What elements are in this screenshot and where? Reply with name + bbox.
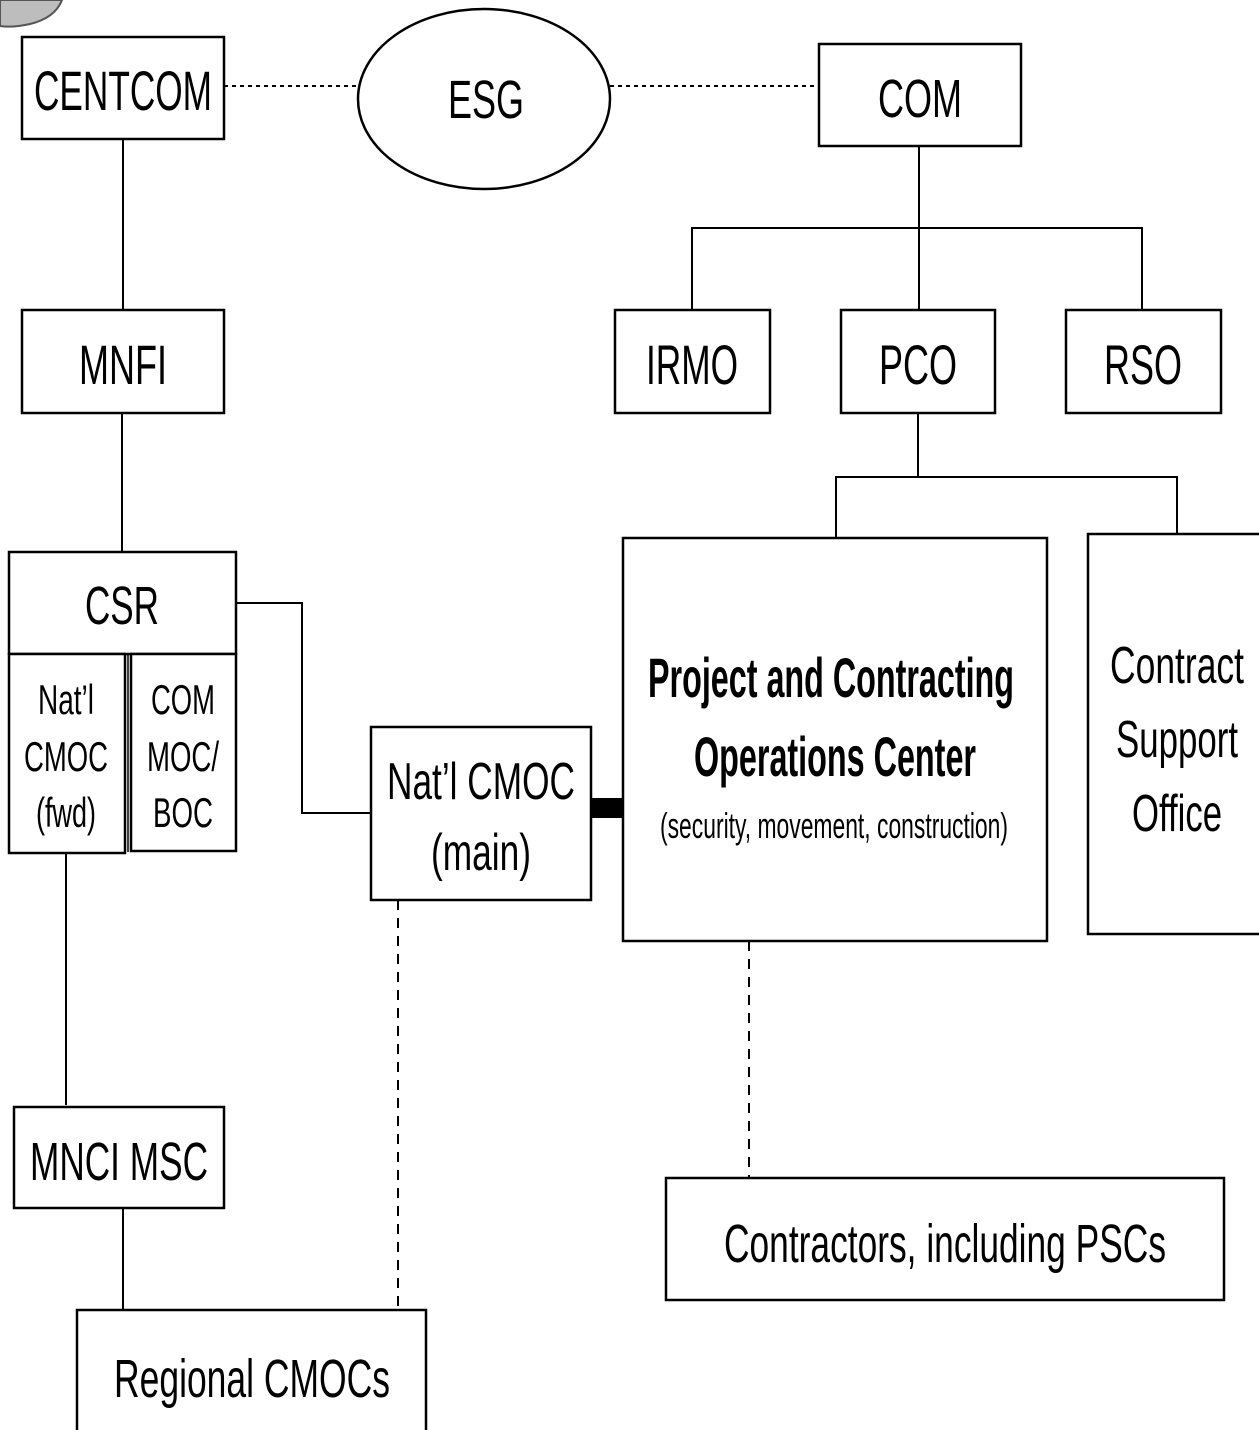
com-moc-boc-label-2: MOC/: [147, 733, 219, 780]
pco-label: PCO: [879, 333, 957, 396]
natl-cmoc-main-label-1: Nat’l CMOC: [387, 753, 575, 811]
esg-ellipse: [356, 7, 612, 191]
natl-cmoc-fwd-label-1: Nat’l: [38, 676, 94, 723]
seal-logo-fragment: [0, 0, 64, 28]
irmo-label: IRMO: [646, 333, 738, 396]
com-moc-boc-box: [129, 652, 238, 853]
cmocmain-pcoc-thick-link: [591, 798, 623, 818]
natl-cmoc-fwd-label-3: (fwd): [36, 789, 96, 836]
rso-label: RSO: [1104, 333, 1182, 396]
contractors-box: [664, 1176, 1226, 1302]
natl-cmoc-main-label-2: (main): [431, 824, 531, 882]
cso-label-1: Contract: [1110, 637, 1244, 695]
irmo-box: [613, 308, 772, 415]
regional-cmocs-label: Regional CMOCs: [114, 1349, 390, 1409]
mnci-msc-box: [12, 1105, 226, 1210]
centcom-label: CENTCOM: [34, 59, 212, 122]
natl-cmoc-main-box: [369, 725, 593, 902]
com-branch-bar: [691, 227, 1143, 310]
cso-label-3: Office: [1132, 785, 1222, 843]
pco-pcoc-link: [835, 476, 918, 538]
pcoc-box: [621, 536, 1049, 943]
csr-box: [7, 550, 238, 656]
csr-cmocmain-link: [236, 602, 371, 814]
natl-cmoc-fwd-label-2: CMOC: [24, 733, 108, 780]
regional-cmocs-box: [75, 1308, 428, 1430]
natl-cmoc-fwd-box: [7, 652, 127, 855]
pco-branch-link: [917, 413, 1178, 534]
pcoc-subtitle: (security, movement, construction): [660, 805, 1008, 846]
centcom-box: [20, 35, 226, 141]
csr-label: CSR: [85, 576, 159, 636]
pco-box: [839, 308, 997, 415]
com-moc-boc-label-1: COM: [151, 676, 215, 723]
pcoc-title-line-2: Operations Center: [694, 725, 976, 788]
mnfi-label: MNFI: [79, 333, 167, 396]
cso-label-2: Support: [1116, 711, 1238, 769]
com-label: COM: [878, 69, 962, 129]
mnci-msc-label: MNCI MSC: [30, 1132, 208, 1192]
contractors-label: Contractors, including PSCs: [724, 1214, 1166, 1274]
esg-label: ESG: [448, 70, 524, 130]
pcoc-title-line-1: Project and Contracting: [648, 646, 1014, 709]
mnfi-box: [20, 308, 226, 415]
cso-box: [1086, 532, 1259, 936]
rso-box: [1064, 308, 1223, 415]
com-box: [817, 42, 1023, 148]
com-moc-boc-label-3: BOC: [153, 789, 213, 836]
